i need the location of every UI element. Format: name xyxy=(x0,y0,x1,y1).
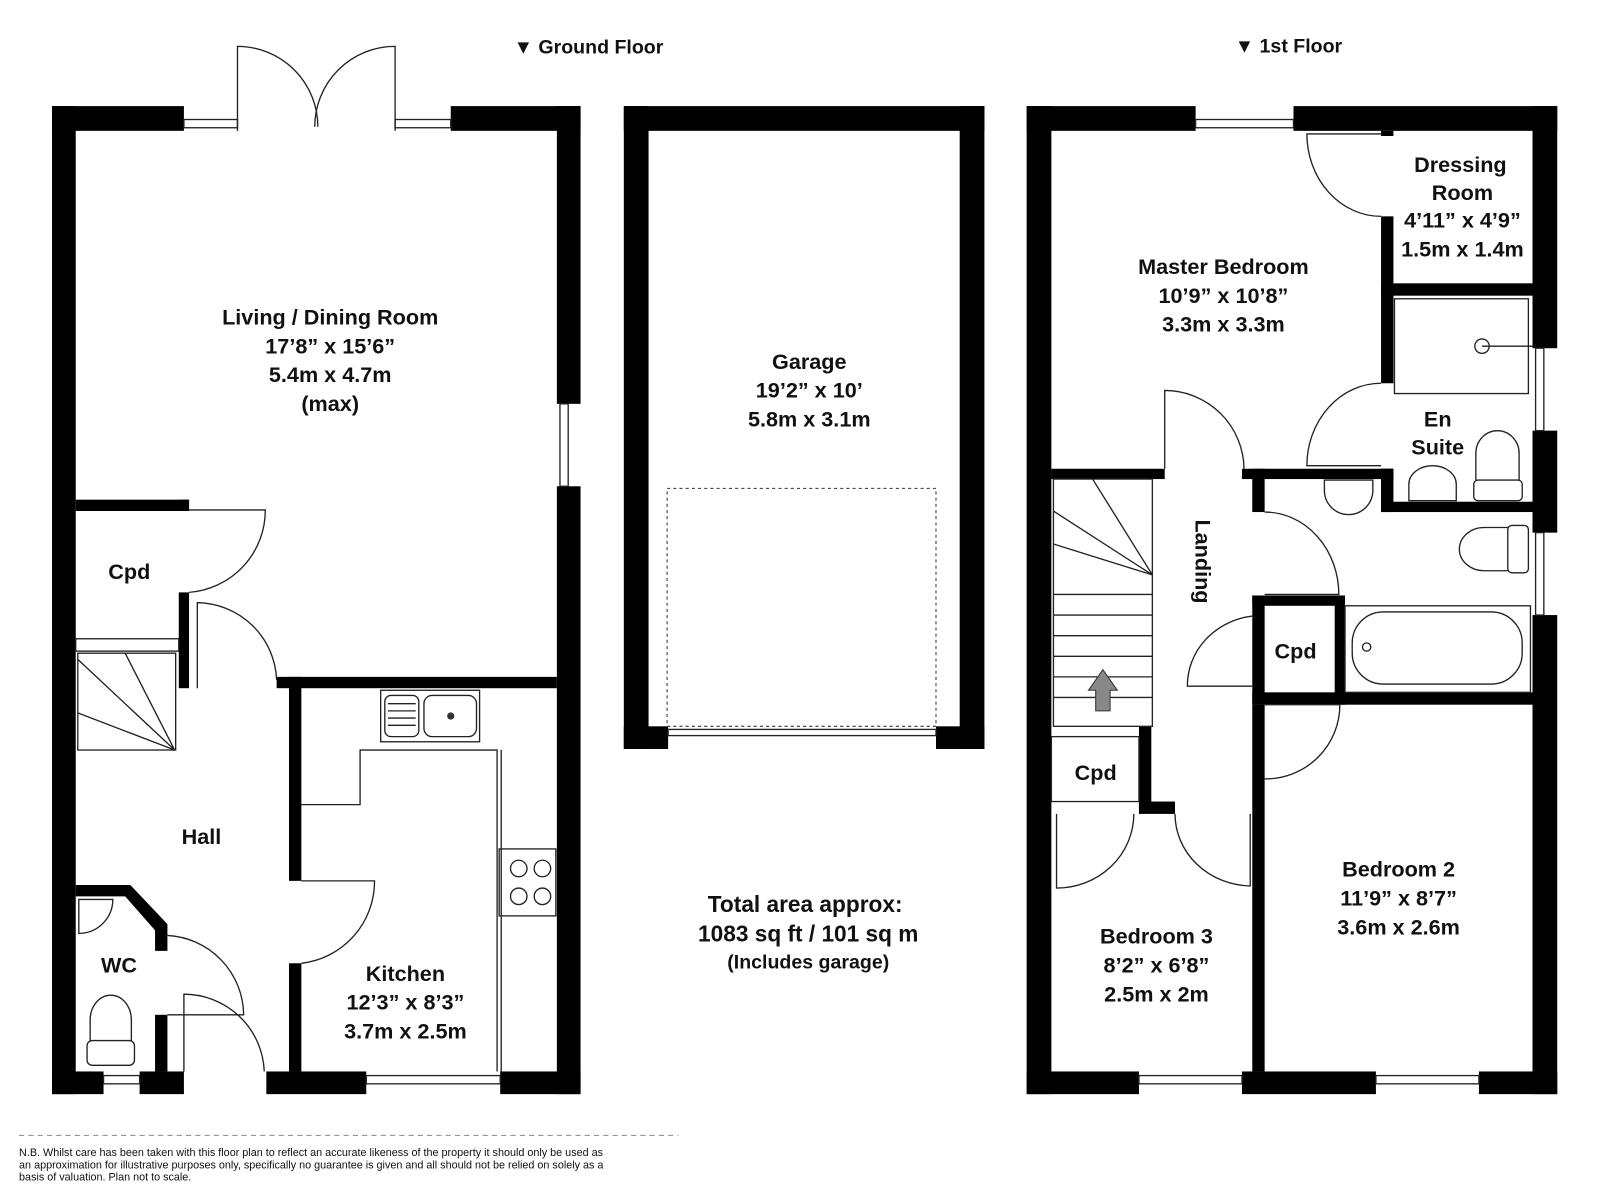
kitchen-door[interactable] xyxy=(301,880,376,964)
patio-door-left[interactable] xyxy=(236,45,319,131)
bathroom-toilet-icon xyxy=(1458,524,1530,574)
disclaimer-line-1: N.B. Whilst care has been taken with thi… xyxy=(19,1147,604,1159)
first-floor: Master Bedroom 10’9” x 10’8” 3.3m x 3.3m… xyxy=(1026,106,1558,1095)
first-floor-stairs xyxy=(1052,478,1154,727)
wc-basin-icon xyxy=(78,898,114,935)
ground-floor-header: ▼ Ground Floor xyxy=(514,37,664,59)
kitchen-name: Kitchen xyxy=(366,961,445,986)
landing-cpd-door[interactable] xyxy=(1186,615,1253,687)
ensuite-name-2: Suite xyxy=(1411,434,1464,459)
patio-door-right[interactable] xyxy=(314,45,396,131)
ensuite-name-1: En xyxy=(1424,407,1452,432)
master-bedroom-imperial: 10’9” x 10’8” xyxy=(1159,283,1289,308)
dressing-room-metric: 1.5m x 1.4m xyxy=(1401,237,1524,262)
living-room-name: Living / Dining Room xyxy=(222,305,438,330)
garage: Garage 19’2” x 10’ 5.8m x 3.1m xyxy=(623,106,985,749)
living-door[interactable] xyxy=(196,602,278,689)
ensuite-door[interactable] xyxy=(1306,382,1382,467)
living-room-imperial: 17’8” x 15’6” xyxy=(265,333,395,358)
garage-name: Garage xyxy=(772,349,847,374)
garage-imperial: 19’2” x 10’ xyxy=(756,378,863,403)
bathroom-basin-icon xyxy=(1323,479,1374,516)
ensuite-basin-icon xyxy=(1408,465,1457,502)
ground-floor-walls xyxy=(52,106,581,1095)
dressing-room-door[interactable] xyxy=(1306,133,1382,218)
total-area-note: (Includes garage) xyxy=(727,951,889,973)
bathroom-door[interactable] xyxy=(1264,511,1340,596)
ground-floor: Living / Dining Room 17’8” x 15’6” 5.4m … xyxy=(52,45,581,1095)
ground-stairs xyxy=(77,652,177,751)
disclaimer-line-2: an approximation for illustrative purpos… xyxy=(19,1159,603,1171)
master-bedroom-name: Master Bedroom xyxy=(1138,254,1309,279)
bath-icon xyxy=(1344,605,1532,693)
bedroom2-name: Bedroom 2 xyxy=(1342,857,1455,882)
bedroom2-imperial: 11’9” x 8’7” xyxy=(1340,886,1457,911)
bedroom3-metric: 2.5m x 2m xyxy=(1104,981,1209,1006)
front-door[interactable] xyxy=(183,993,265,1072)
total-area-value: 1083 sq ft / 101 sq m xyxy=(698,921,918,947)
first-floor-walls xyxy=(1026,106,1558,1095)
shower-tray-icon xyxy=(1393,298,1533,395)
hall-label: Hall xyxy=(182,824,222,849)
wc-label: WC xyxy=(101,953,137,978)
toilet-icon xyxy=(86,994,136,1066)
bedroom3-imperial: 8’2” x 6’8” xyxy=(1104,953,1210,978)
bedroom2-metric: 3.6m x 2.6m xyxy=(1337,914,1460,939)
dressing-room-imperial: 4’11” x 4’9” xyxy=(1404,208,1521,233)
kitchen-sink-icon xyxy=(380,689,481,743)
first-floor-header: ▼ 1st Floor xyxy=(1235,36,1343,58)
cpd-door[interactable] xyxy=(189,509,266,594)
wc-door[interactable] xyxy=(167,934,245,1016)
kitchen-imperial: 12’3” x 8’3” xyxy=(346,990,464,1015)
ensuite-toilet-icon xyxy=(1473,429,1523,502)
bedroom3-cpd-door[interactable] xyxy=(1055,813,1135,889)
garage-door-outline xyxy=(666,487,937,727)
dressing-room-name-2: Room xyxy=(1432,180,1493,205)
master-bedroom-metric: 3.3m x 3.3m xyxy=(1162,312,1285,337)
dressing-room-name-1: Dressing xyxy=(1414,152,1507,177)
stairs-up-arrow-icon xyxy=(1087,668,1119,712)
bedroom2-door[interactable] xyxy=(1264,704,1341,780)
master-bedroom-door[interactable] xyxy=(1164,389,1245,469)
cpd-label: Cpd xyxy=(108,559,150,584)
living-room-metric: 5.4m x 4.7m xyxy=(269,362,392,387)
bedroom3-name: Bedroom 3 xyxy=(1100,924,1213,949)
landing-label: Landing xyxy=(1191,519,1216,603)
disclaimer-line-3: basis of valuation. Plan not to scale. xyxy=(19,1172,191,1184)
living-room-note: (max) xyxy=(301,391,359,416)
garage-metric: 5.8m x 3.1m xyxy=(748,407,871,432)
kitchen-metric: 3.7m x 2.5m xyxy=(344,1018,467,1043)
total-area-title: Total area approx: xyxy=(708,891,903,917)
bedroom3-door[interactable] xyxy=(1174,813,1251,887)
bedroom3-cpd-label: Cpd xyxy=(1075,760,1117,785)
hob-icon xyxy=(498,848,557,917)
bathroom-cpd-label: Cpd xyxy=(1275,638,1317,663)
